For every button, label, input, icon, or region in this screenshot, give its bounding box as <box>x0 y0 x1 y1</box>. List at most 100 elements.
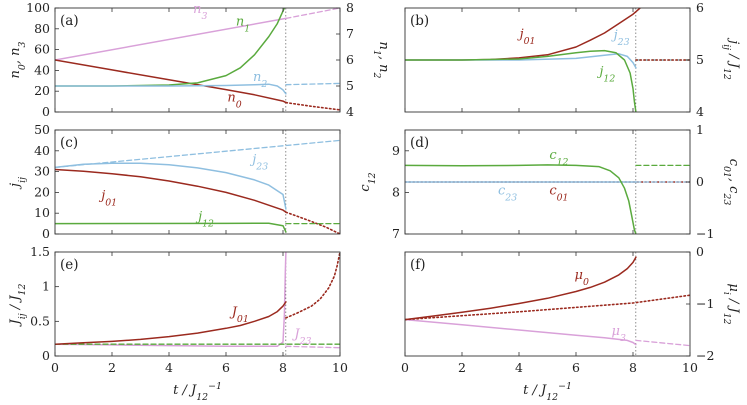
series-label: c12 <box>549 148 568 168</box>
y-axis-label: c12 <box>358 172 378 191</box>
y-tick-label: 80 <box>34 21 50 36</box>
panel-c: 0 10 20 30 40 50 (c) jij j23 j01 j12 <box>8 122 341 241</box>
y-tick-label: 8 <box>392 184 400 199</box>
panel-label: (c) <box>60 135 78 151</box>
y-tick-label: 20 <box>34 184 50 199</box>
y-axis-label: n0, n3 <box>8 41 28 78</box>
y-tick-label: 0 <box>42 348 50 363</box>
panel-label: (d) <box>410 135 429 151</box>
x-tick-label: 2 <box>108 360 116 375</box>
y2-tick-label: −1 <box>696 226 714 241</box>
series-line-1 <box>285 8 340 20</box>
y2-tick-label: 4 <box>346 104 354 119</box>
series-label: j01 <box>517 27 536 47</box>
series-j23 <box>55 252 287 348</box>
y-tick-label: 0 <box>42 104 50 119</box>
x-tick-label: 4 <box>515 360 523 375</box>
y2-tick-label: 6 <box>696 0 704 15</box>
series-label: n1 <box>236 15 250 35</box>
plot-frame <box>404 251 691 357</box>
series-label: J23 <box>291 327 311 347</box>
panel-e: 0 2 4 6 8 10 0 0.5 1 1.5 (e) Jij / J12 t / J12−1 J01J… <box>8 244 348 403</box>
series-j01 <box>55 301 287 345</box>
series-line-3 <box>405 294 690 321</box>
y2-tick-label: 6 <box>346 52 354 67</box>
series-label: j12 <box>596 65 615 85</box>
y2-tick-label: 8 <box>346 0 354 15</box>
x-tick-label: 2 <box>458 360 466 375</box>
y-tick-label: 20 <box>34 83 50 98</box>
y2-axis-label: c01, c23 <box>722 159 742 206</box>
x-tick-label: 8 <box>279 360 287 375</box>
series-label: n0 <box>227 91 241 111</box>
y-tick-label: 1 <box>42 279 50 294</box>
y2-axis-label: μi / J12 <box>722 283 742 324</box>
series-j12 <box>55 222 287 233</box>
series-line-1 <box>285 345 340 349</box>
series-label: μ3 <box>612 324 626 344</box>
y-tick-label: 0 <box>42 226 50 241</box>
y-tick-label: 100 <box>26 0 50 15</box>
series-label: n2 <box>253 70 267 90</box>
y-tick-label: 40 <box>34 62 50 77</box>
x-tick-label: 4 <box>165 360 173 375</box>
series-line-4 <box>285 252 340 319</box>
y2-tick-label: 7 <box>346 26 354 41</box>
y-tick-label: 40 <box>34 143 50 158</box>
y2-tick-label: 4 <box>696 104 704 119</box>
series-line-3 <box>285 101 340 111</box>
x-tick-label: 0 <box>51 360 59 375</box>
series-label: c23 <box>498 183 517 203</box>
y2-tick-label: 0 <box>696 244 704 259</box>
y-axis-label: Jij / J12 <box>8 284 28 328</box>
series-j23 <box>405 53 637 69</box>
series-3 <box>405 318 637 346</box>
series-label: j01 <box>98 189 117 209</box>
y2-axis-label: jij / J12 <box>722 37 742 80</box>
series-label: j23 <box>611 28 630 48</box>
series-j01 <box>55 168 287 213</box>
series-j23 <box>55 162 287 210</box>
x-tick-label: 6 <box>572 360 580 375</box>
plot-frame <box>54 251 341 357</box>
panel-b: 4 5 6 (b) jij / J12 j01 j23 j12 <box>404 0 742 119</box>
y2-tick-label: 5 <box>346 78 354 93</box>
y-tick-label: 0.5 <box>30 313 50 328</box>
x-axis-label: t / J12−1 <box>173 381 222 403</box>
panel-label: (f) <box>410 257 426 273</box>
x-tick-label: 10 <box>682 360 698 375</box>
plot-frame <box>54 7 341 113</box>
y2-tick-label: 1 <box>696 122 704 137</box>
panel-label: (b) <box>410 13 429 29</box>
series-0 <box>405 256 637 321</box>
y2-tick-label: −2 <box>696 348 714 363</box>
y-axis-label: jij <box>8 177 28 190</box>
x-tick-label: 10 <box>332 360 348 375</box>
y-tick-label: 30 <box>34 164 50 179</box>
y-tick-label: 10 <box>34 205 50 220</box>
series-n3 <box>55 17 287 61</box>
series-label: J01 <box>229 305 249 325</box>
x-axis-label: t / J12−1 <box>523 381 572 403</box>
series-n0 <box>55 59 287 104</box>
series-line-6 <box>285 82 340 86</box>
series-line-3 <box>285 211 340 234</box>
y2-tick-label: 5 <box>696 52 704 67</box>
x-tick-label: 6 <box>222 360 230 375</box>
panel-label: (a) <box>60 13 79 29</box>
series-label: n3 <box>193 2 207 22</box>
y-tick-label: 9 <box>392 143 400 158</box>
series-c12 <box>405 164 637 234</box>
y2-tick-label: 0 <box>696 174 704 189</box>
y2-tick-label: −1 <box>696 296 714 311</box>
panel-label: (e) <box>60 257 79 273</box>
series-label: j23 <box>249 152 268 172</box>
y-tick-label: 7 <box>392 226 400 241</box>
plot-frame <box>54 129 341 235</box>
y-tick-label: 1.5 <box>30 244 50 259</box>
series-label: j12 <box>195 209 214 229</box>
y-tick-label: 50 <box>34 122 50 137</box>
